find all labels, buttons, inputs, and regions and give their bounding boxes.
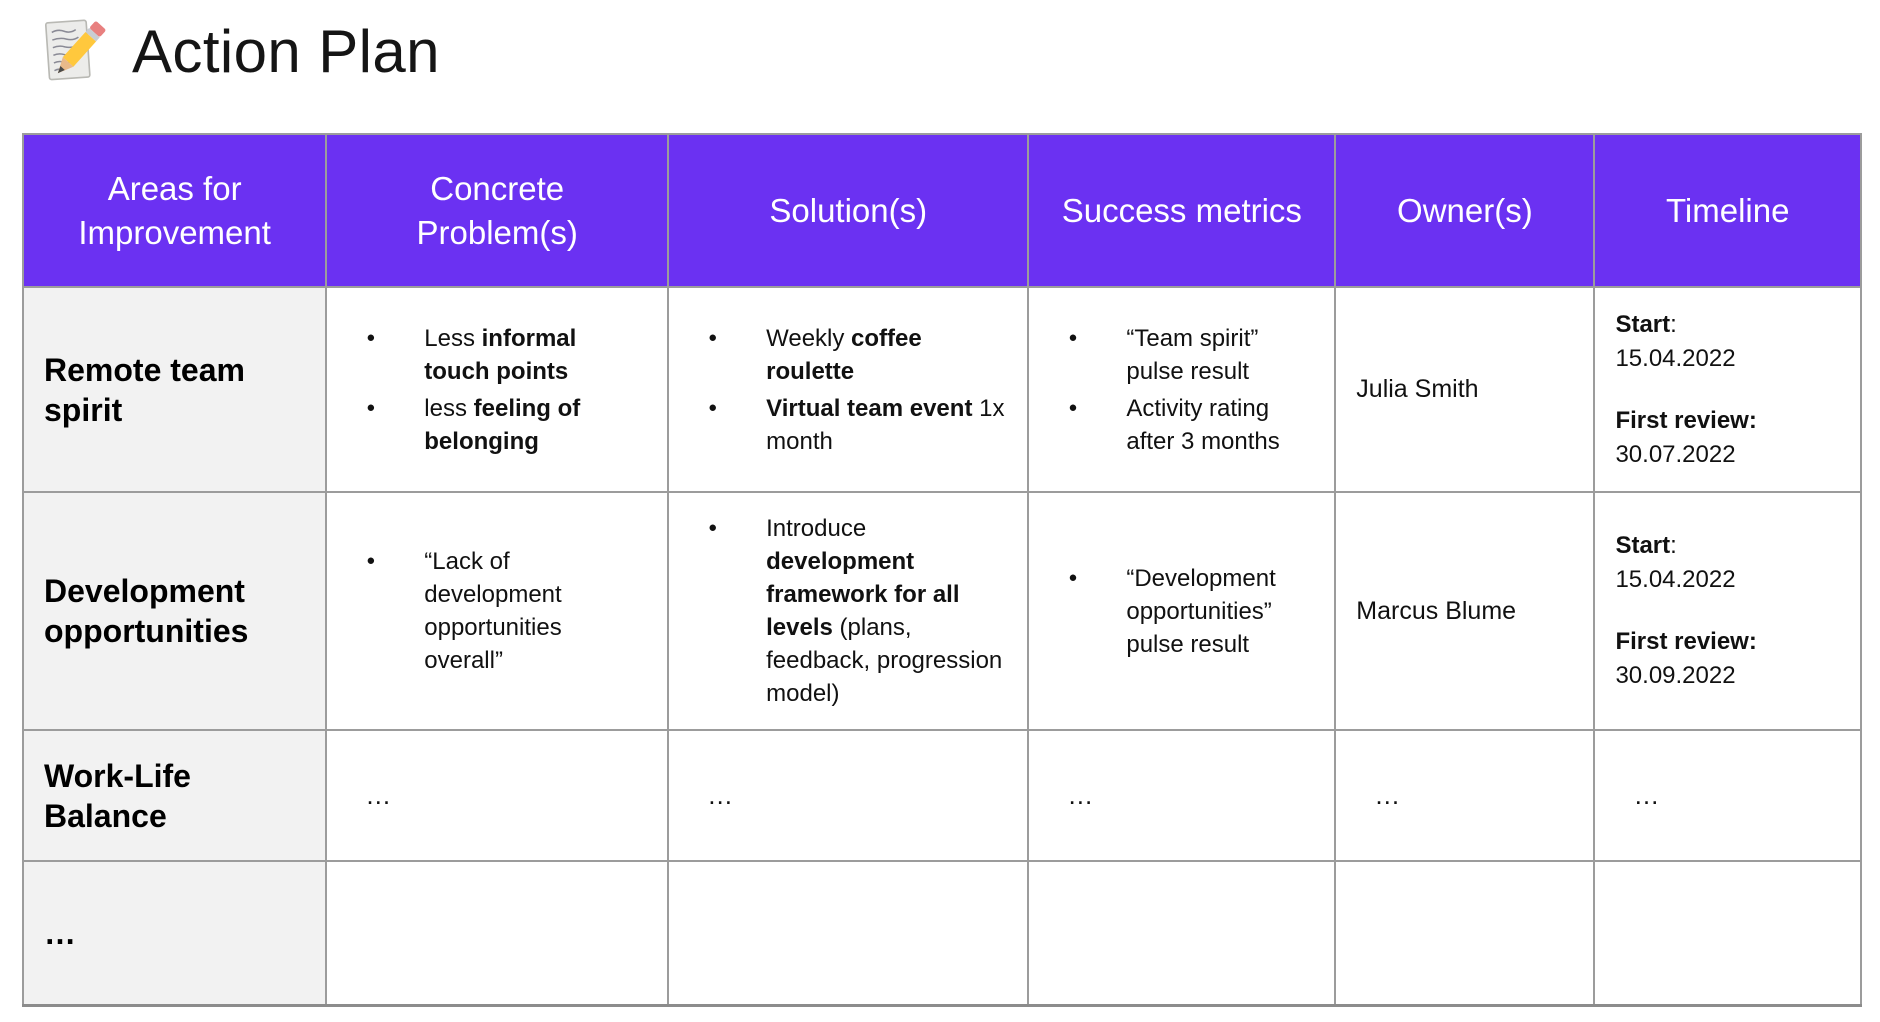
bullet-icon: ●: [1068, 568, 1078, 586]
bullet-item: ● Less informal touch points: [328, 322, 646, 388]
table-cell: ● “Lack of development opportunities over…: [325, 491, 670, 731]
row-label: Remote team spirit: [21, 286, 328, 493]
bullet-text: less feeling of belonging: [424, 394, 581, 455]
table-cell: …: [1593, 729, 1862, 862]
table-cell: ● Weekly coffee roulette ● Virtual team eve…: [667, 286, 1030, 493]
table-cell: [1334, 860, 1596, 1006]
bullet-list: ● “Development opportunities” pulse resul…: [1030, 550, 1333, 673]
bullet-item: ● Weekly coffee roulette: [670, 322, 1006, 388]
row-label: …: [21, 860, 328, 1006]
table-row-work-life-balance: Work-Life Balance……………: [21, 729, 1862, 862]
table-cell: ● Less informal touch points ● less feeling…: [325, 286, 670, 493]
bullet-icon: ●: [1068, 398, 1078, 416]
column-header-solution-s: Solution(s): [667, 133, 1030, 288]
row-label: Development opportunities: [21, 491, 328, 731]
timeline-entry: First review: 30.09.2022: [1615, 628, 1757, 689]
table-row-remote-team-spirit: Remote team spirit ● Less informal touch p…: [21, 286, 1862, 493]
bullet-item: ● Activity rating after 3 months: [1030, 392, 1313, 458]
bullet-icon: ●: [1068, 328, 1078, 346]
page-title: Action Plan: [132, 17, 440, 85]
bullet-list: ● Introduce development framework for all…: [670, 500, 1026, 722]
bullet-text: “Team spirit” pulse result: [1126, 324, 1259, 385]
bullet-item: ● Introduce development framework for all…: [670, 512, 1006, 710]
table-cell: …: [1027, 729, 1337, 862]
table-cell: [667, 860, 1030, 1006]
bullet-item: ● less feeling of belonging: [328, 392, 646, 458]
table-cell: …: [325, 729, 670, 862]
memo-icon: [40, 16, 110, 86]
column-header-timeline: Timeline: [1593, 133, 1862, 288]
bullet-text: “Lack of development opportunities overa…: [424, 548, 562, 674]
column-header-concrete-problem-s: Concrete Problem(s): [325, 133, 670, 288]
bullet-icon: ●: [366, 552, 376, 569]
bullet-list: ● Weekly coffee roulette ● Virtual team eve…: [670, 310, 1026, 470]
table-cell: …: [1334, 729, 1596, 862]
column-header-owner-s: Owner(s): [1334, 133, 1596, 288]
bullet-item: ● Virtual team event 1x month: [670, 392, 1006, 458]
table-cell: ● “Development opportunities” pulse resul…: [1027, 491, 1337, 731]
bullet-text: Activity rating after 3 months: [1126, 394, 1280, 455]
bullet-list: ● “Team spirit” pulse result ● Activity rat…: [1030, 310, 1333, 470]
table-cell: …: [667, 729, 1030, 862]
bullet-list: ● Less informal touch points ● less feeling…: [328, 310, 666, 470]
bullet-icon: ●: [366, 398, 376, 416]
timeline-entry: Start: 15.04.2022: [1615, 532, 1736, 593]
table-cell: ● “Team spirit” pulse result ● Activity rat…: [1027, 286, 1337, 493]
bullet-list: ● “Lack of development opportunities over…: [328, 533, 666, 689]
table-row-development-opportunities: Development opportunities ● “Lack of devel…: [21, 491, 1862, 731]
timeline-entry: First review: 30.07.2022: [1615, 406, 1757, 468]
column-header-areas-for-improvement: Areas for Improvement: [21, 133, 328, 288]
table-cell: [325, 860, 670, 1006]
table-cell: [1027, 860, 1337, 1006]
row-label: Work-Life Balance: [21, 729, 328, 862]
bullet-item: ● “Development opportunities” pulse resul…: [1030, 562, 1313, 661]
table-cell: Julia Smith: [1334, 286, 1596, 493]
bullet-text: “Development opportunities” pulse result: [1126, 564, 1276, 658]
table-cell: [1593, 860, 1862, 1006]
bullet-text: Virtual team event 1x month: [766, 394, 1005, 455]
bullet-text: Introduce development framework for all …: [766, 515, 1003, 707]
table-cell: Marcus Blume: [1334, 491, 1596, 731]
bullet-text: Weekly coffee roulette: [766, 324, 922, 385]
bullet-icon: ●: [708, 519, 718, 536]
bullet-icon: ●: [708, 398, 718, 416]
bullet-icon: ●: [366, 328, 376, 346]
bullet-text: Less informal touch points: [424, 324, 577, 385]
bullet-item: ● “Lack of development opportunities over…: [328, 545, 646, 677]
column-header-success-metrics: Success metrics: [1027, 133, 1337, 288]
timeline-entry: Start: 15.04.2022: [1615, 310, 1736, 372]
table-cell: ● Introduce development framework for all…: [667, 491, 1030, 731]
bullet-item: ● “Team spirit” pulse result: [1030, 322, 1313, 388]
table-row-row: …: [21, 860, 1862, 1006]
page-title-row: Action Plan: [40, 16, 440, 86]
bullet-icon: ●: [708, 328, 718, 346]
